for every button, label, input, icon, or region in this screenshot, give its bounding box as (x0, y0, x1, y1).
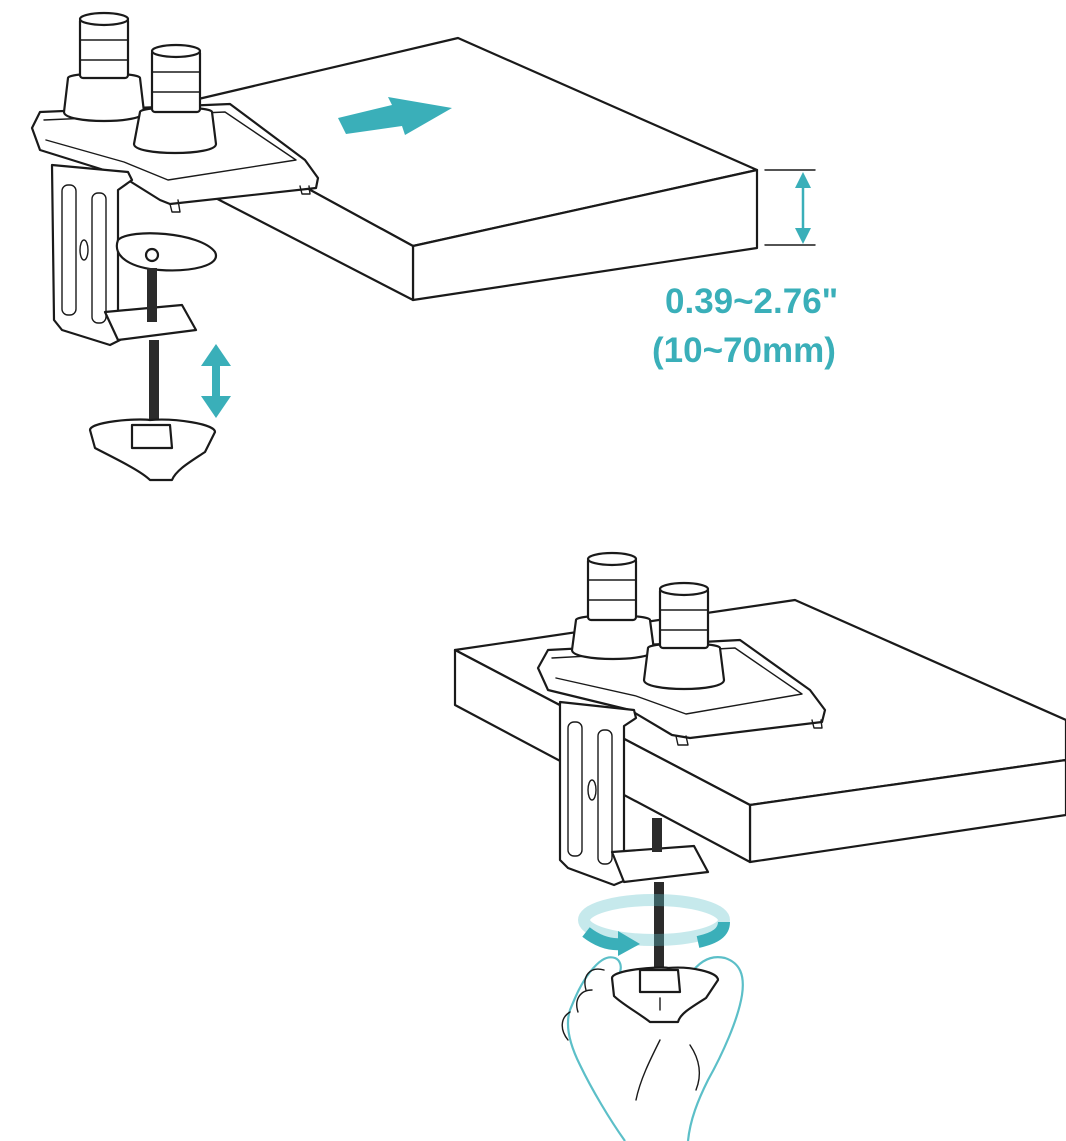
desk-slab-bottom (453, 598, 1066, 864)
desk-clamp-top (30, 11, 320, 482)
rotate-arrow-icon (578, 894, 730, 956)
desk-clamp-bottom (536, 551, 827, 970)
thickness-mm-label: (10~70mm) (652, 331, 836, 370)
thickness-inches-label: 0.39~2.76" (665, 282, 838, 321)
slide-arrow-icon (338, 97, 452, 135)
hand-icon (561, 956, 744, 1141)
adjust-double-arrow-icon (201, 344, 231, 418)
height-dimension-icon (764, 169, 816, 246)
